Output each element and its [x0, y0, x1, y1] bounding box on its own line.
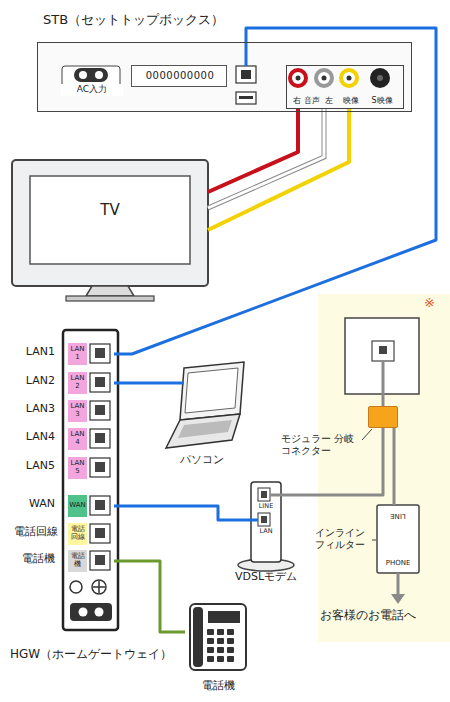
node-text: 映像 — [340, 96, 362, 107]
power-socket — [70, 603, 112, 621]
laptop-keyboard — [166, 414, 240, 448]
node-text: インライン フィルター — [315, 527, 371, 555]
stb-box: STB（セットトップボックス）AC入力0000000000右音声左映像S映像 — [37, 42, 412, 112]
ground-screw — [92, 580, 106, 594]
node-text: VDSLモデム — [220, 571, 312, 585]
cable — [114, 383, 156, 384]
node-text: LAN 2 — [68, 372, 87, 394]
node-text: LAN 1 — [68, 343, 87, 365]
ac-socket — [74, 68, 108, 82]
note-label: お客様のお電話へ — [320, 609, 440, 623]
node-text: LAN 5 — [68, 457, 87, 479]
port-label: WAN — [5, 498, 55, 511]
port-label: 電話回線 — [3, 526, 58, 539]
leader-line — [372, 540, 376, 541]
node-text: LAN 4 — [68, 428, 87, 450]
ac-input: AC入力 — [61, 65, 123, 97]
port-label: 電話機 — [5, 553, 55, 566]
node-text: LAN — [251, 528, 281, 537]
lan-jack — [236, 66, 256, 83]
port: LAN 2 — [66, 371, 114, 395]
cable — [114, 561, 185, 632]
vdsl-modem: LINELANVDSLモデム — [230, 478, 302, 586]
port-label: LAN4 — [5, 431, 55, 444]
port-label: LAN2 — [5, 375, 55, 388]
port: WAN — [66, 494, 114, 518]
node-text: TV — [30, 202, 190, 222]
port: LAN 5 — [66, 456, 114, 480]
cable — [114, 506, 230, 520]
port: 電話 機 — [66, 549, 114, 573]
tv: TV — [12, 160, 208, 286]
phone-arrow — [397, 573, 400, 596]
s-video-jack — [370, 68, 390, 88]
node-text: モジュラー 分岐コネクター — [281, 433, 361, 461]
telephone: 電話機 — [185, 596, 251, 696]
port: LAN 1 — [66, 342, 114, 366]
node-text: LAN 3 — [68, 400, 87, 422]
node-text: 音声 — [302, 96, 322, 107]
hgw: HGW（ホームゲートウェイ）LAN 1LAN 2LAN 3LAN 4LAN 5W… — [63, 330, 118, 630]
phone-handset — [193, 607, 203, 667]
node-text: 電話 回線 — [68, 523, 87, 545]
leader-line — [362, 429, 372, 440]
tv-stand — [86, 286, 134, 296]
button — [70, 581, 82, 593]
splitter: モジュラー 分岐コネクター — [368, 406, 398, 428]
tv-body — [12, 160, 208, 286]
hgw-jacks — [90, 344, 110, 570]
cable — [114, 28, 436, 354]
cable — [208, 109, 349, 230]
node-text: PHONE — [377, 559, 419, 569]
inline-filter: LINEPHONEインライン フィルター — [377, 505, 419, 573]
node-text: S映像 — [367, 96, 397, 107]
video-jack — [341, 70, 357, 86]
stb-body — [38, 43, 411, 111]
audio-r-jack — [290, 70, 306, 86]
node-text: 左 — [323, 96, 334, 107]
note-label: ※ — [424, 296, 440, 311]
audio-l-jack — [316, 70, 332, 86]
cable — [394, 428, 395, 505]
tv-screen — [30, 176, 190, 264]
laptop-screen — [180, 362, 244, 420]
usb-port — [236, 92, 256, 104]
node-text: 0000000000 — [132, 70, 228, 84]
node-text: 電話 機 — [68, 550, 87, 572]
port: LAN 4 — [66, 427, 114, 451]
filter-body — [377, 505, 419, 573]
node-text: WAN — [68, 495, 87, 517]
cable — [208, 109, 324, 208]
node-text: LINE — [251, 503, 281, 512]
jack-panel: 右音声左映像 S映像 — [286, 65, 404, 109]
port-label: LAN1 — [5, 346, 55, 359]
phone-body — [190, 604, 246, 670]
node-text: 電話機 — [185, 680, 251, 694]
port: 電話 回線 — [66, 522, 114, 546]
node-text: パソコン — [156, 454, 248, 468]
hgw-body — [63, 330, 118, 630]
socket-wire — [382, 361, 385, 406]
port-label: LAN5 — [5, 460, 55, 473]
cable — [208, 109, 298, 192]
node-text: AC入力 — [61, 84, 123, 96]
port-label: LAN3 — [5, 403, 55, 416]
node-text: 右 — [291, 96, 302, 107]
laptop: パソコン — [156, 362, 248, 470]
port: LAN 3 — [66, 399, 114, 423]
node-text: LINE — [377, 510, 419, 520]
node-text: HGW（ホームゲートウェイ） — [10, 648, 210, 664]
display: 0000000000 — [131, 65, 227, 87]
node-text: STB（セットトップボックス） — [43, 13, 343, 31]
